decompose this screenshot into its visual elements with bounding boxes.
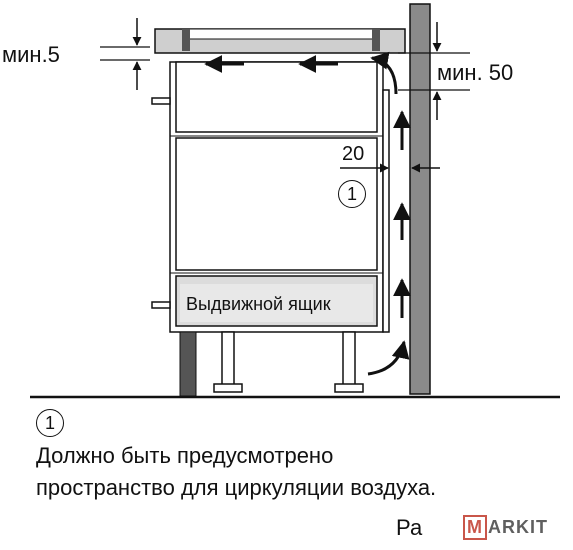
plinth xyxy=(179,331,197,397)
note-marker: 1 xyxy=(36,409,64,437)
note-line-2: пространство для циркуляции воздуха. xyxy=(36,475,437,500)
footer-partial-text: Ра xyxy=(396,515,423,540)
drawer-label: Выдвижной ящик xyxy=(186,294,331,314)
callout-marker: 1 xyxy=(338,180,366,208)
note-line-1: Должно быть предусмотрено xyxy=(36,443,334,468)
wall xyxy=(409,3,431,395)
lower-handle xyxy=(151,301,171,309)
upper-handle xyxy=(151,97,171,105)
rear-gap-label: 20 xyxy=(342,143,365,165)
min-gap-wall-label: мин. 50 xyxy=(437,60,514,85)
min-gap-top-label: мин.5 xyxy=(2,42,60,67)
